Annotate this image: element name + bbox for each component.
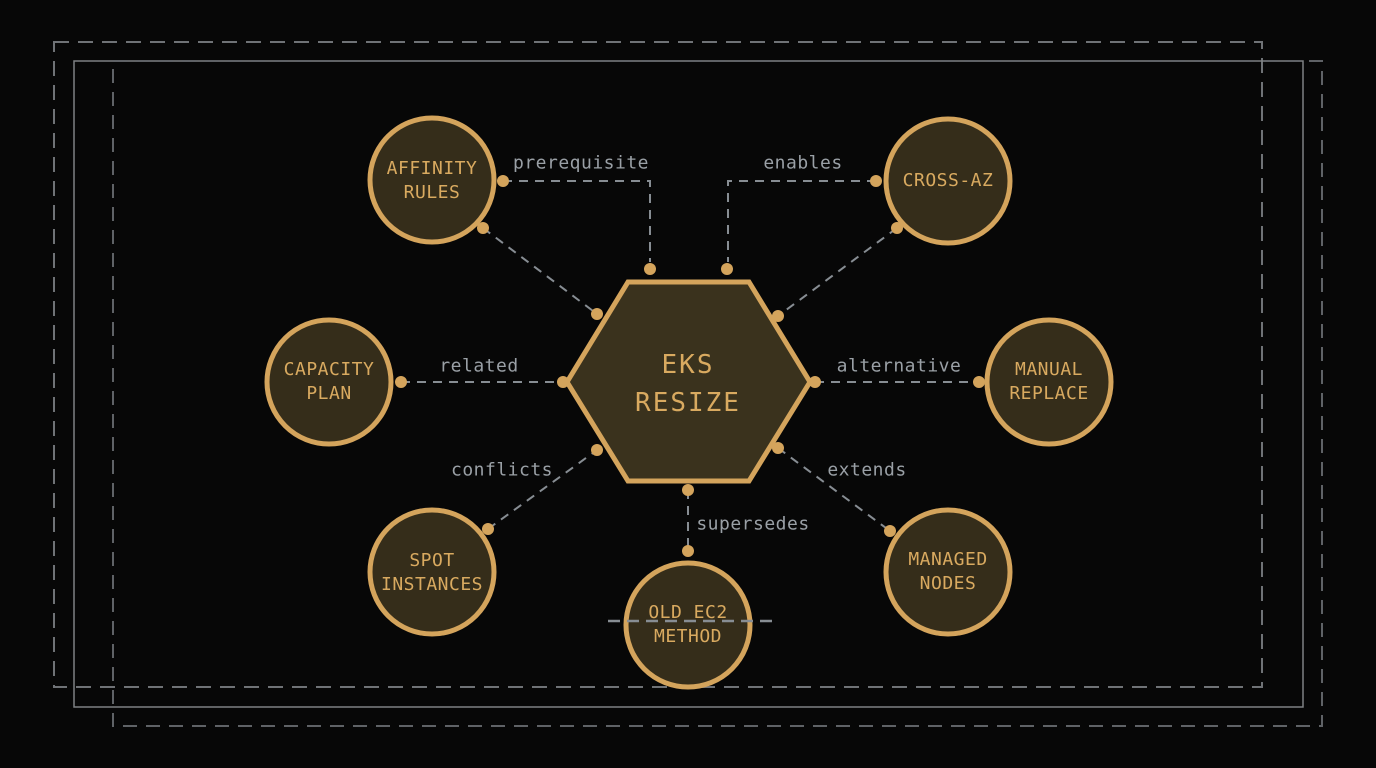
connector-dot xyxy=(809,376,821,388)
edge-label-conflicts: conflicts xyxy=(450,459,554,481)
edge-label-extends: extends xyxy=(827,459,907,481)
connector-dot xyxy=(772,442,784,454)
edge-enables-line xyxy=(727,180,876,262)
edge-label-related: related xyxy=(439,355,519,377)
connector-dot xyxy=(497,175,509,187)
edge-label-supersedes: supersedes xyxy=(696,513,810,535)
frame-inner-dashed xyxy=(112,60,1323,727)
connector-dot xyxy=(557,376,569,388)
connector-dot xyxy=(870,175,882,187)
connector-dot xyxy=(395,376,407,388)
node-circle-old-ec2-method xyxy=(623,560,753,690)
connector-dot xyxy=(682,545,694,557)
connector-dot xyxy=(477,222,489,234)
edge-affinity-diagonal-line xyxy=(482,227,598,315)
center-node-label: EKS RESIZE xyxy=(635,350,741,418)
connector-dot xyxy=(891,222,903,234)
node-circle-managed-nodes xyxy=(883,507,1013,637)
connector-dot xyxy=(591,444,603,456)
node-label-affinity-rules: AFFINITY RULES xyxy=(386,158,478,203)
edge-label-prerequisite: prerequisite xyxy=(512,152,650,174)
node-circle-spot-instances xyxy=(367,507,497,637)
edge-prerequisite-line xyxy=(503,180,651,262)
node-circle-cross-az xyxy=(883,116,1013,246)
node-label-capacity-plan: CAPACITY PLAN xyxy=(283,359,375,404)
node-circle-affinity-rules xyxy=(367,115,497,245)
node-label-spot-instances: SPOT INSTANCES xyxy=(380,550,484,595)
connector-dot xyxy=(482,523,494,535)
connector-dot xyxy=(721,263,733,275)
connector-dot xyxy=(884,525,896,537)
node-circle-manual-replace xyxy=(984,317,1114,447)
node-circle-capacity-plan xyxy=(264,317,394,447)
connector-dot xyxy=(973,376,985,388)
edge-conflicts-line xyxy=(487,449,598,530)
edge-crossaz-diagonal-line xyxy=(777,227,898,317)
edge-label-enables: enables xyxy=(763,152,843,174)
frame-outer-dashed xyxy=(53,41,1263,688)
node-label-managed-nodes: MANAGED NODES xyxy=(908,549,988,594)
connector-dot xyxy=(682,484,694,496)
node-label-cross-az: CROSS-AZ xyxy=(902,170,994,191)
connector-dot xyxy=(772,310,784,322)
node-label-manual-replace: MANUAL REPLACE xyxy=(1009,359,1089,404)
node-label-old-ec2-method: OLD EC2 METHOD xyxy=(648,602,728,647)
edge-label-alternative: alternative xyxy=(836,355,962,377)
connector-dot xyxy=(591,308,603,320)
connector-dot xyxy=(644,263,656,275)
edge-extends-line xyxy=(777,447,891,532)
